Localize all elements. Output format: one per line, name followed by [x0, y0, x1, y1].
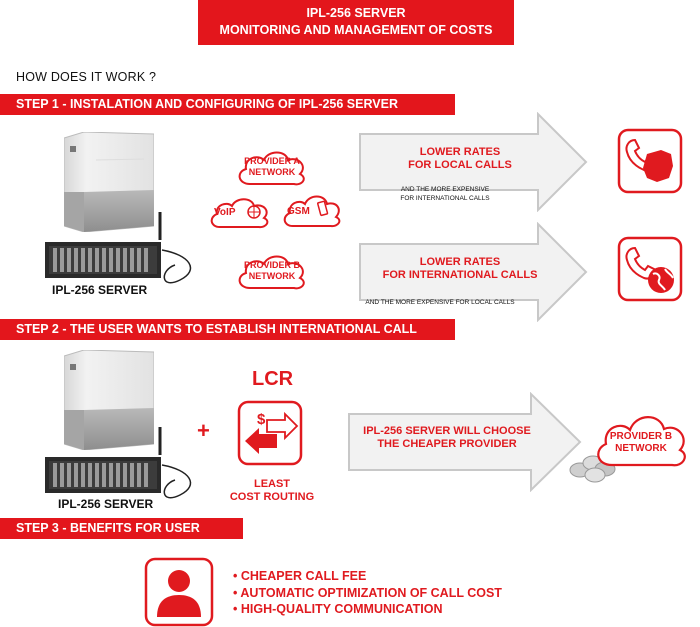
rack-server-image — [45, 242, 161, 278]
arrow2-text: LOWER RATES FOR INTERNATIONAL CALLS — [365, 256, 555, 282]
provider-b-cloud: PROVIDER B NETWORK — [232, 248, 312, 294]
lcr-caption: LEAST COST ROUTING — [222, 478, 322, 504]
arrow-choose-cheaper — [348, 392, 582, 492]
antenna-cable-image-step2 — [158, 427, 192, 499]
arrow2-note: AND THE MORE EXPENSIVE FOR LOCAL CALLS — [365, 299, 515, 306]
header-line2: MONITORING AND MANAGEMENT OF COSTS — [219, 23, 493, 37]
arrow1-text: LOWER RATES FOR LOCAL CALLS — [370, 146, 550, 172]
rack-server-image-step2 — [45, 457, 161, 493]
step2-arrow-text: IPL-256 SERVER WILL CHOOSE THE CHEAPER P… — [352, 425, 542, 451]
benefit-item: CHEAPER CALL FEE — [233, 568, 502, 585]
provider-a-label: PROVIDER A NETWORK — [244, 156, 300, 177]
benefit-item: HIGH-QUALITY COMMUNICATION — [233, 601, 502, 618]
arrow1-line2: FOR LOCAL CALLS — [408, 159, 512, 171]
how-it-works-heading: HOW DOES IT WORK ? — [16, 70, 157, 84]
plus-sign: + — [197, 418, 210, 443]
voip-cloud-shape-icon — [210, 198, 269, 229]
provider-b-step2-label: PROVIDER B NETWORK — [609, 431, 673, 454]
server-label-step2: IPL-256 SERVER — [58, 497, 154, 511]
provider-b-cloud-step2: PROVIDER B NETWORK — [590, 405, 692, 473]
provider-a-cloud: PROVIDER A NETWORK — [232, 144, 312, 190]
gsm-cloud: GSM — [279, 190, 345, 230]
arrow1-note: AND THE MORE EXPENSIVE FOR INTERNATIONAL… — [370, 185, 520, 203]
svg-text:$: $ — [257, 411, 266, 428]
step2-arrow-line1: IPL-256 SERVER WILL CHOOSE — [363, 425, 531, 437]
arrow1-line1: LOWER RATES — [419, 146, 501, 158]
server-label-step1: IPL-256 SERVER — [52, 283, 148, 297]
voip-cloud: VoIP — [206, 193, 274, 231]
least-cost-routing-icon: $ — [237, 400, 303, 466]
header-title-box: IPL-256 SERVER MONITORING AND MANAGEMENT… — [198, 0, 514, 45]
cloud-shape-icon — [238, 151, 305, 186]
gsm-label: GSM — [287, 206, 310, 217]
benefit-item: AUTOMATIC OPTIMIZATION OF CALL COST — [233, 585, 502, 602]
lcr-caption-line2: COST ROUTING — [229, 491, 315, 503]
arrow2-line2: FOR INTERNATIONAL CALLS — [382, 269, 538, 281]
step1-title: STEP 1 - INSTALATION AND CONFIGURING OF … — [0, 94, 455, 115]
server-cabinet-image — [64, 132, 154, 232]
arrow2-line1: LOWER RATES — [419, 256, 501, 268]
step2-arrow-line2: THE CHEAPER PROVIDER — [377, 438, 517, 450]
antenna-cable-image — [158, 212, 192, 284]
lcr-label: LCR — [252, 368, 294, 390]
step3-title: STEP 3 - BENEFITS FOR USER — [0, 518, 243, 539]
cloud-shape-icon — [597, 416, 686, 467]
step2-title: STEP 2 - THE USER WANTS TO ESTABLISH INT… — [0, 319, 455, 340]
arrow-international-calls — [359, 222, 588, 322]
arrow1-note-line1: AND THE MORE EXPENSIVE — [400, 186, 490, 193]
phone-globe-icon — [617, 236, 683, 302]
lcr-caption-line1: LEAST — [253, 478, 291, 490]
arrow1-note-line2: FOR INTERNATIONAL CALLS — [400, 195, 490, 202]
header-line1: IPL-256 SERVER — [306, 6, 406, 20]
benefits-list: CHEAPER CALL FEE AUTOMATIC OPTIMIZATION … — [233, 568, 502, 618]
cloud-shape-icon — [238, 255, 305, 290]
arrow-local-calls — [359, 112, 588, 212]
user-icon — [144, 557, 214, 627]
voip-label: VoIP — [214, 207, 236, 218]
server-cabinet-image-step2 — [64, 350, 154, 450]
gsm-cloud-shape-icon — [283, 195, 341, 228]
phone-poland-map-icon — [617, 128, 683, 194]
provider-b-label: PROVIDER B NETWORK — [243, 260, 300, 281]
